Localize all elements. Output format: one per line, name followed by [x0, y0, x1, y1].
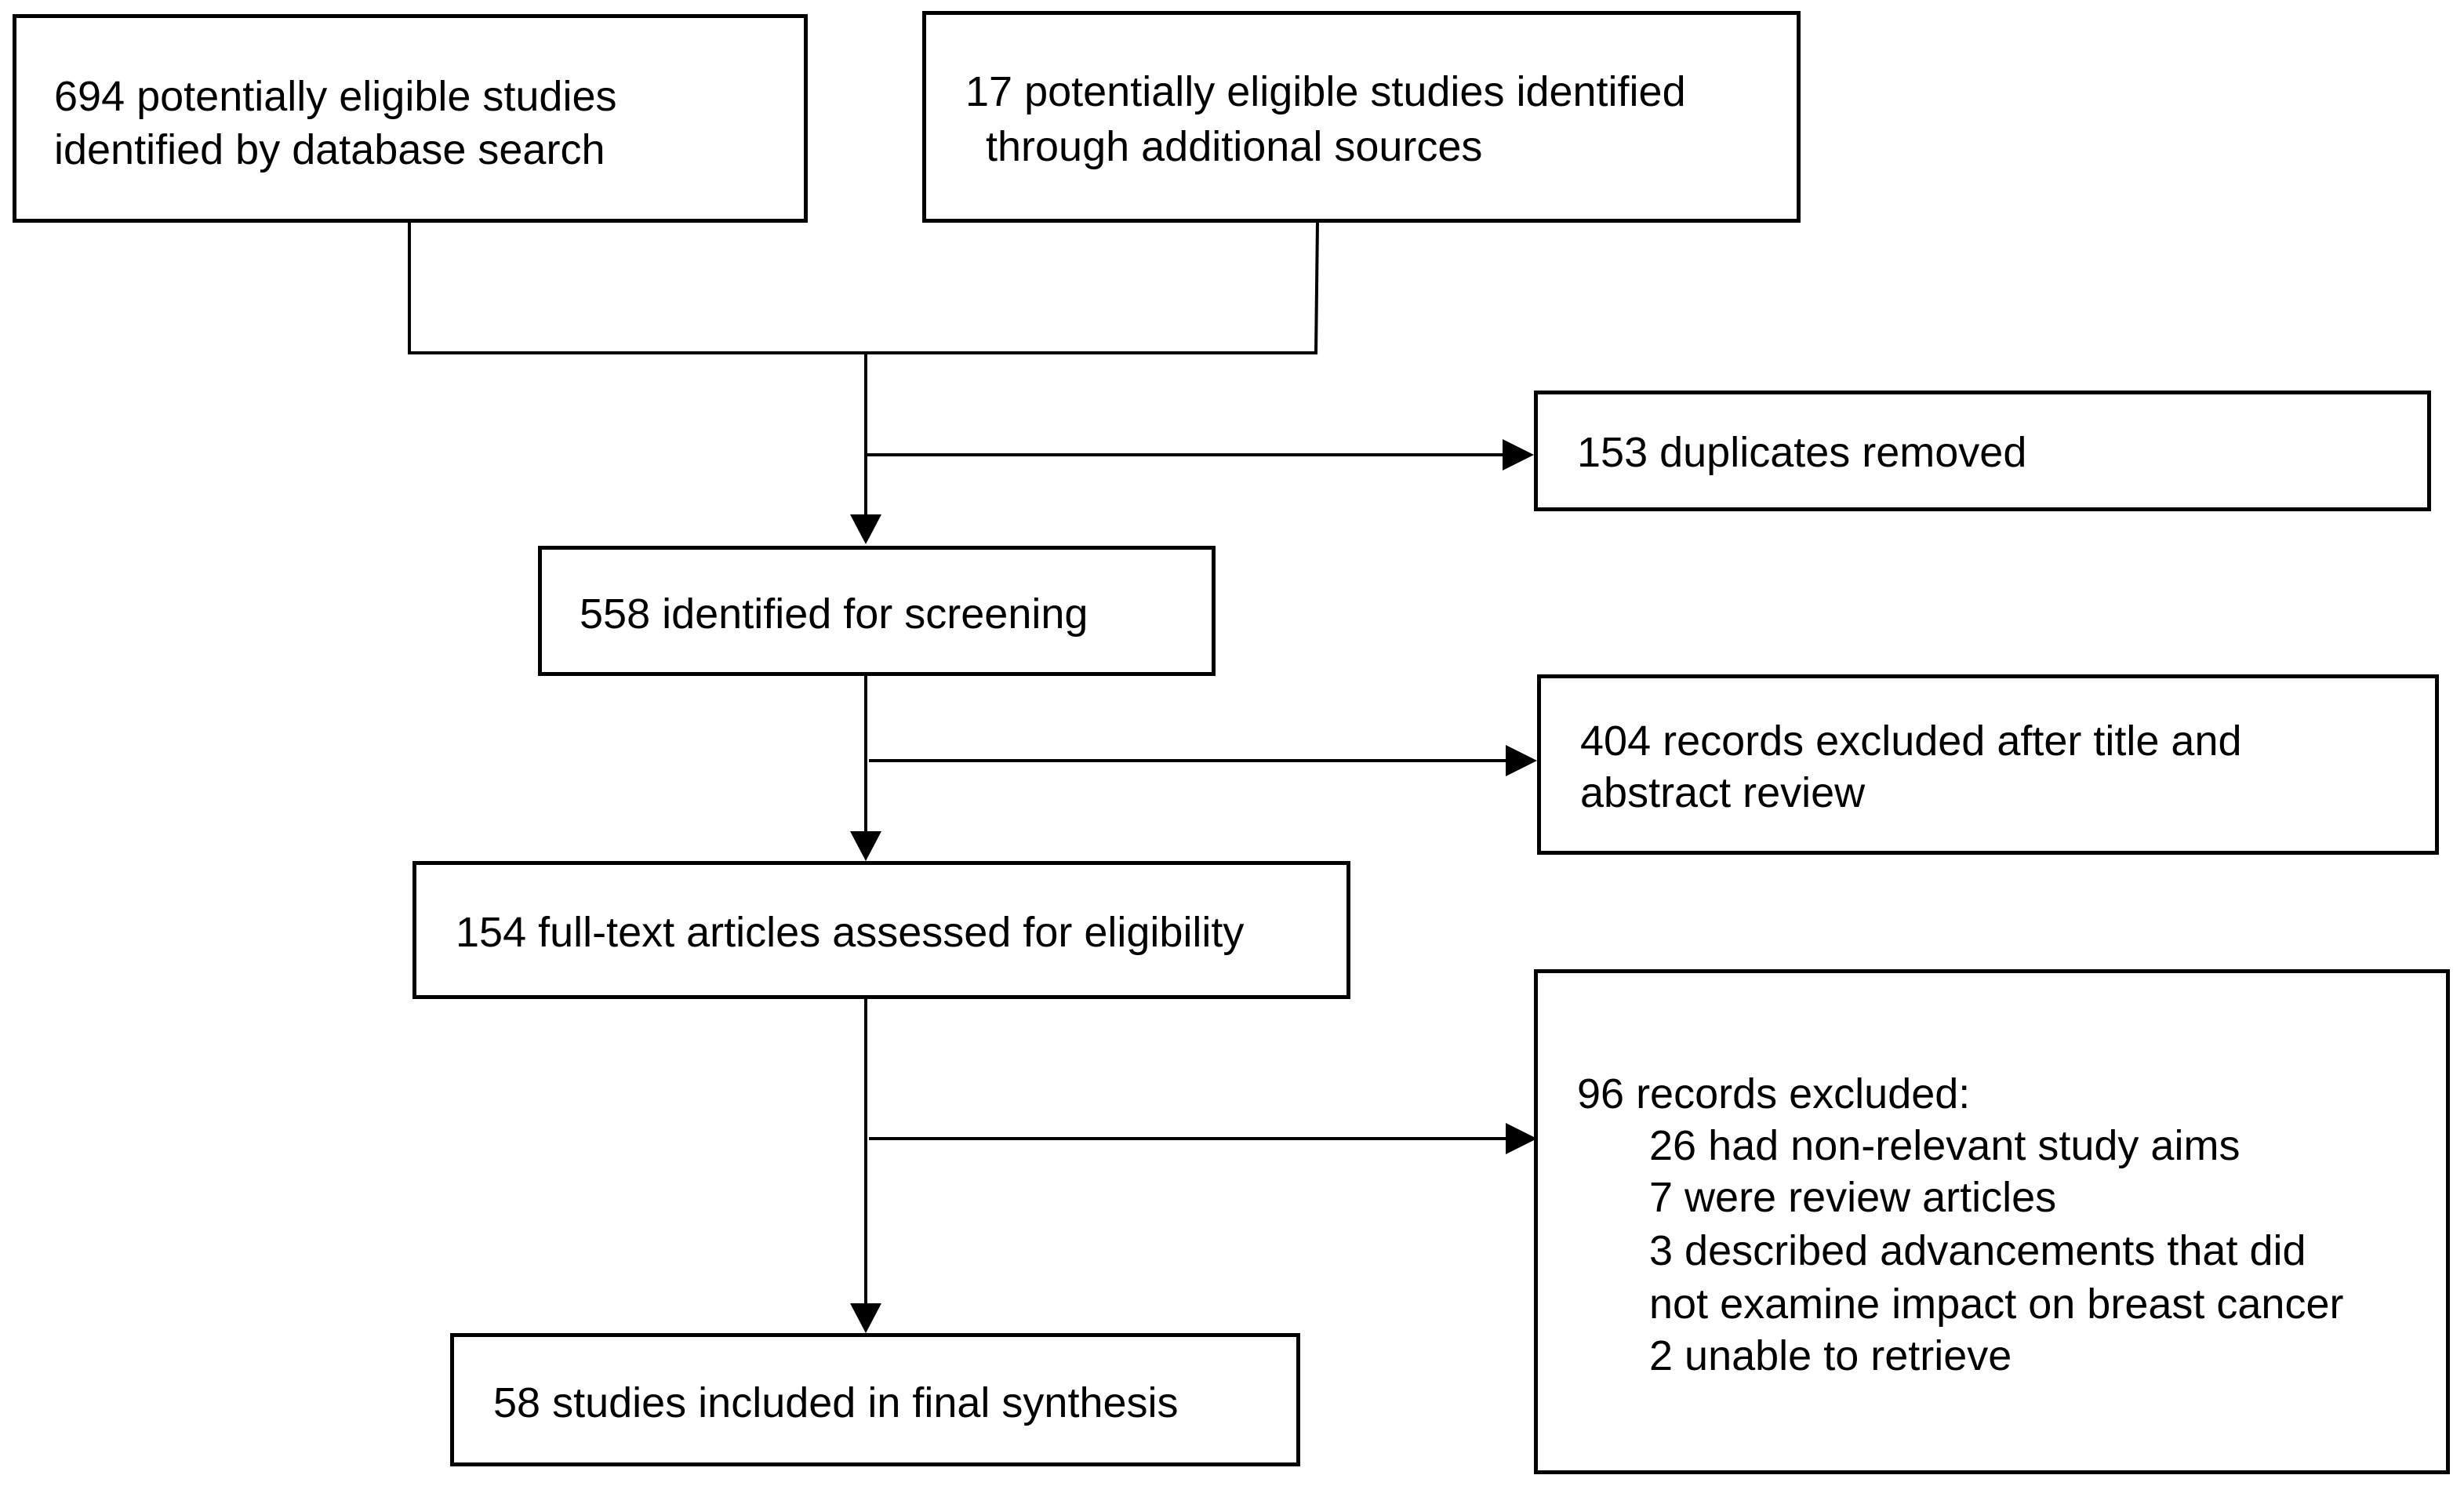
screening-box: 558 identified for screening: [538, 546, 1216, 676]
full-text-text: 154 full-text articles assessed for elig…: [456, 909, 1245, 956]
additional-sources-line-2: through additional sources: [986, 123, 1483, 170]
full-text-box: 154 full-text articles assessed for elig…: [412, 861, 1350, 999]
exclusion-reason-item: 7 were review articles: [1649, 1174, 2057, 1221]
exclusion-reason-item: 2 unable to retrieve: [1649, 1332, 2012, 1379]
full-text-excluded-header: 96 records excluded:: [1577, 1070, 1971, 1117]
arrowhead-to-title-abstract-excluded: [1506, 745, 1537, 776]
additional-sources-box: 17 potentially eligible studies identifi…: [922, 11, 1801, 223]
screening-text: 558 identified for screening: [580, 590, 1088, 638]
arrowhead-to-screening: [850, 514, 881, 544]
arrowhead-to-final-synthesis: [850, 1303, 881, 1333]
duplicates-removed-text: 153 duplicates removed: [1577, 429, 2027, 476]
duplicates-removed-box: 153 duplicates removed: [1534, 391, 2431, 511]
arrowhead-to-full-text: [850, 831, 881, 861]
full-text-excluded-box: 96 records excluded: 26 had non-relevant…: [1534, 969, 2450, 1474]
database-search-line-2: identified by database search: [54, 126, 605, 173]
title-abstract-excluded-box: 404 records excluded after title and abs…: [1537, 674, 2439, 855]
exclusion-reason-item: 3 described advancements that did: [1649, 1227, 2306, 1274]
exclusion-reason-item: not examine impact on breast cancer: [1649, 1281, 2344, 1328]
arrowhead-to-full-text-excluded: [1506, 1123, 1537, 1154]
title-abstract-excluded-line-1: 404 records excluded after title and: [1580, 718, 2242, 765]
final-synthesis-text: 58 studies included in final synthesis: [493, 1379, 1179, 1426]
final-synthesis-box: 58 studies included in final synthesis: [450, 1333, 1300, 1466]
database-search-line-1: 694 potentially eligible studies: [54, 73, 617, 120]
arrowhead-to-duplicates: [1503, 439, 1534, 471]
additional-sources-line-1: 17 potentially eligible studies identifi…: [965, 68, 1686, 115]
title-abstract-excluded-line-2: abstract review: [1580, 769, 1866, 816]
exclusion-reason-item: 26 had non-relevant study aims: [1649, 1122, 2240, 1169]
connector-additional-down: [1314, 220, 1319, 355]
database-search-box: 694 potentially eligible studies identif…: [13, 14, 808, 223]
